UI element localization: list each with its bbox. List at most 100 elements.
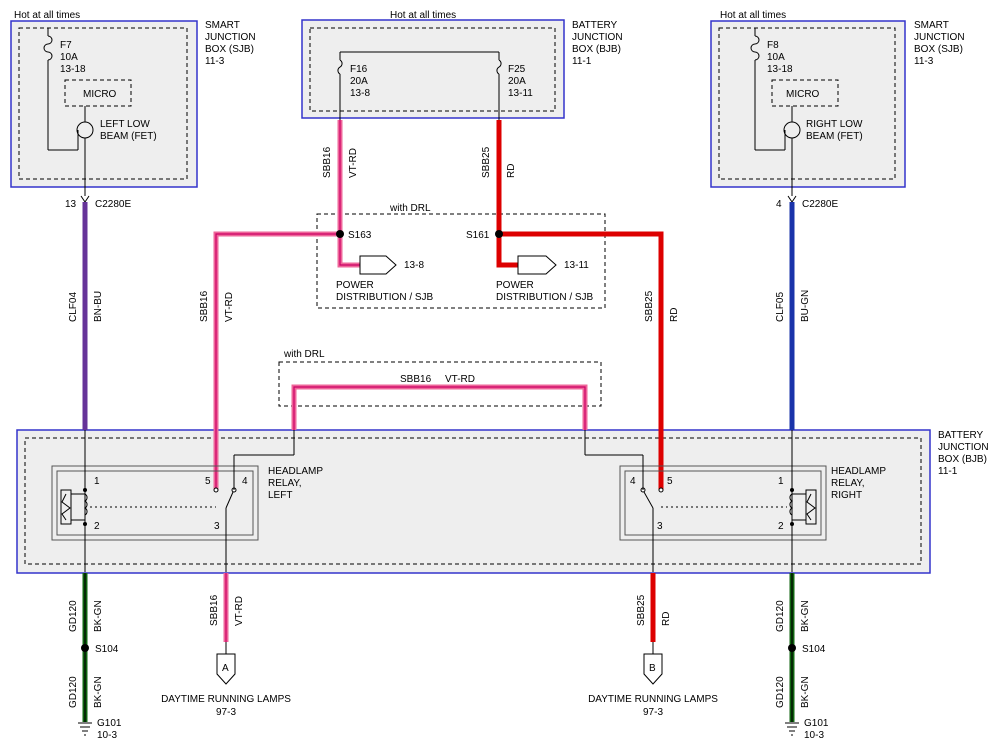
sjb-right-fuse-id: F8 [767,40,779,51]
drl-connector-a-icon [216,653,236,685]
wire-sbb16-mid [213,231,340,490]
sjb-left-connector: C2280E [95,199,131,210]
relay-right-pin3: 3 [657,521,663,532]
ground-left-ref: 10-3 [97,730,117,741]
sjb-right-pin: 4 [776,199,782,210]
sjb-right-title-3: BOX (SJB) [914,44,963,55]
bjb-top-fuse-a-ref: 13-8 [350,88,370,99]
connector-c2280e-right-icon [787,195,797,203]
ground-g101-left-icon [78,722,92,736]
connector-c2280e-left-icon [80,195,90,203]
splice-s104-left-icon [81,644,89,652]
relay-right-pin5: 5 [667,476,673,487]
wire-label-gd120-l1-color: BK-GN [93,600,104,632]
sjb-left-hot-label: Hot at all times [14,10,80,21]
relay-right-label2: RELAY, [831,478,865,489]
wire-label-gd120-r1-color: BK-GN [800,600,811,632]
bjb-top-title-3: BOX (BJB) [572,44,621,55]
wire-label-sbb16-top-circuit: SBB16 [322,146,333,178]
pd-a-line1: POWER [336,280,374,291]
bjb-top-fuse-a-rating: 20A [350,76,368,87]
sjb-right-fuse-ref: 13-18 [767,64,793,75]
drl-bridge-label: with DRL [283,349,325,360]
relay-left-pin3: 3 [214,521,220,532]
sjb-left-fuse-ref: 13-18 [60,64,86,75]
wire-label-sbb25-top-color: RD [506,164,517,178]
drl-bridge-area: with DRL [278,349,602,407]
wire-label-sbb16-bot-color: VT-RD [234,596,245,626]
wire-label-sbb25-top-circuit: SBB25 [481,146,492,178]
bjb-top-title-2: JUNCTION [572,32,623,43]
bjb-main-title-4: 11-1 [938,466,958,477]
wire-drl-bridge [291,384,588,430]
bjb-top-title-1: BATTERY [572,20,618,31]
relay-right-label1: HEADLAMP [831,466,886,477]
sjb-left-title-1: SMART [205,20,240,31]
sjb-right-fet-line1: RIGHT LOW [806,119,863,130]
drl-b-label: DAYTIME RUNNING LAMPS [588,694,718,705]
fuse-f7-icon [43,35,53,61]
sjb-left-fuse-rating: 10A [60,52,78,63]
pd-b-line1: POWER [496,280,534,291]
relay-left-pin2: 2 [94,521,100,532]
pd-b-line2: DISTRIBUTION / SJB [496,292,594,303]
sjb-right-title-2: JUNCTION [914,32,965,43]
sjb-left: Hot at all times F7 10A 13-18 MICRO LEFT… [10,10,256,210]
sjb-left-micro: MICRO [83,89,117,100]
relay-left-label2: RELAY, [268,478,302,489]
relay-left-pin1: 1 [94,476,100,487]
bjb-main-title-1: BATTERY [938,430,984,441]
drl-bridge-box [278,361,602,407]
relay-left-outer [51,465,259,541]
relay-left-pin4: 4 [242,476,248,487]
wire-label-sbb16-mid-circuit: SBB16 [199,290,210,322]
bjb-main: BATTERY JUNCTION BOX (BJB) 11-1 [16,429,989,574]
relay-left-label1: HEADLAMP [268,466,323,477]
drl-a-label: DAYTIME RUNNING LAMPS [161,694,291,705]
sjb-right-connector: C2280E [802,199,838,210]
wire-label-sbb25-bot-color: RD [661,612,672,626]
drl-bridge-circuit: SBB16 [400,374,432,385]
bjb-top-title-4: 11-1 [572,56,592,67]
drl-connector-b-icon [643,653,663,685]
pd-connector-b-icon [517,255,557,275]
wire-sbb25-mid [499,231,664,490]
bjb-main-title-2: JUNCTION [938,442,989,453]
ground-left-id: G101 [97,718,122,729]
drl-splice-label: with DRL [389,203,431,214]
relay-left-switch-icon [225,491,234,509]
wire-label-gd120-l2-circuit: GD120 [68,676,79,708]
splice-s161-icon [495,230,503,238]
drl-a-ref: 97-3 [216,707,236,718]
sjb-left-fuse-id: F7 [60,40,72,51]
wire-label-clf05-circuit: CLF05 [775,292,786,322]
wire-label-clf05-color: BU-GN [800,290,811,322]
splice-s161-label: S161 [466,230,490,241]
sjb-right-fuse-rating: 10A [767,52,785,63]
fuse-f8-icon [750,35,760,61]
relay-right-pin2: 2 [778,521,784,532]
wire-label-sbb25-bot-circuit: SBB25 [636,594,647,626]
wire-label-gd120-r2-circuit: GD120 [775,676,786,708]
relay-right: 1 2 3 4 5 HEADLAMP RELAY, RIGHT [584,430,886,572]
sjb-left-fet-line2: BEAM (FET) [100,131,157,142]
wire-label-sbb16-bot-circuit: SBB16 [209,594,220,626]
drl-b-ref: 97-3 [643,707,663,718]
relay-right-coil-icon [805,489,817,525]
bjb-main-box [16,429,931,574]
bjb-top-hot-label: Hot at all times [390,10,456,21]
drl-connector-b-letter: B [649,663,656,674]
sjb-right: Hot at all times F8 10A 13-18 MICRO RIGH… [710,10,965,210]
ground-g101-right-icon [785,722,799,736]
drl-splice-box [316,213,606,309]
sjb-left-title-4: 11-3 [205,56,225,67]
wire-label-sbb16-top-color: VT-RD [348,148,359,178]
sjb-left-title-2: JUNCTION [205,32,256,43]
sjb-left-pin: 13 [65,199,77,210]
drl-connector-a-letter: A [222,663,229,674]
sjb-right-fet-line2: BEAM (FET) [806,131,863,142]
relay-right-pin4: 4 [630,476,636,487]
drl-bridge-color: VT-RD [445,374,475,385]
relay-left-coil-icon [60,489,72,525]
